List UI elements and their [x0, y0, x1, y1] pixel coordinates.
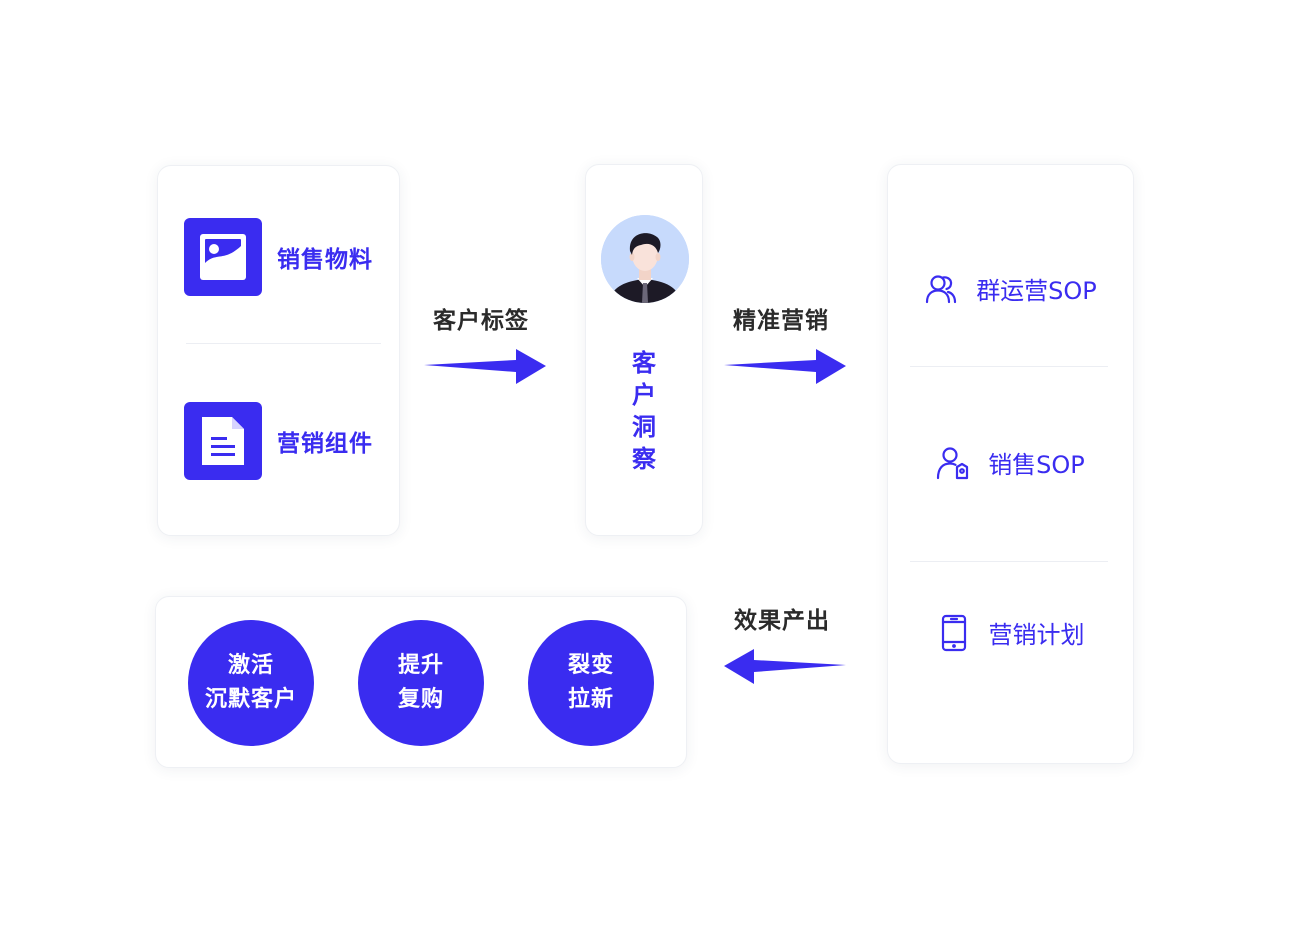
insight-char: 户	[632, 381, 656, 409]
outcome-circle-fission[interactable]: 裂变 拉新	[528, 620, 654, 746]
outcome-line: 沉默客户	[204, 687, 297, 712]
material-item-sales[interactable]: 销售物料	[184, 218, 373, 296]
document-icon	[184, 402, 262, 480]
insight-char: 洞	[632, 413, 656, 441]
sop-card: 群运营SOP 销售SOP 营销计划	[887, 164, 1134, 764]
outcome-line: 激活	[227, 653, 274, 678]
outcome-circle-repurchase[interactable]: 提升 复购	[358, 620, 484, 746]
sop-item-plan[interactable]: 营销计划	[888, 614, 1133, 651]
insight-vertical-label: 客 户 洞 察	[586, 347, 702, 487]
materials-card: 销售物料 营销组件	[157, 165, 400, 536]
image-icon	[184, 218, 262, 296]
flow-label-tags: 客户标签	[433, 308, 529, 334]
outcome-line: 复购	[397, 687, 444, 712]
outcome-line: 裂变	[567, 653, 614, 678]
sop-item-group[interactable]: 群运营SOP	[888, 271, 1133, 306]
customer-insight-card: 客 户 洞 察	[585, 164, 703, 536]
flow-label-precise: 精准营销	[733, 308, 829, 334]
material-label: 营销组件	[277, 431, 373, 457]
flow-label-effect: 效果产出	[734, 608, 830, 634]
material-label: 销售物料	[277, 247, 373, 273]
outcomes-card: 激活 沉默客户 提升 复购 裂变 拉新	[155, 596, 687, 768]
mobile-phone-icon	[937, 614, 971, 651]
businessman-avatar	[601, 215, 689, 303]
user-tag-icon	[936, 446, 970, 480]
sop-label: 销售SOP	[988, 451, 1085, 479]
group-users-icon	[924, 272, 958, 306]
divider	[910, 561, 1108, 562]
right-arrow-icon	[724, 349, 846, 384]
outcome-line: 提升	[397, 653, 444, 678]
sop-label: 群运营SOP	[976, 277, 1097, 305]
outcome-circle-activate[interactable]: 激活 沉默客户	[188, 620, 314, 746]
divider	[186, 343, 381, 344]
left-arrow-icon	[724, 649, 846, 684]
right-arrow-icon	[424, 349, 546, 384]
material-item-component[interactable]: 营销组件	[184, 402, 373, 480]
insight-char: 客	[632, 349, 656, 377]
insight-char: 察	[632, 445, 656, 473]
outcome-line: 拉新	[567, 687, 614, 712]
sop-label: 营销计划	[988, 621, 1085, 649]
divider	[910, 366, 1108, 367]
sop-item-sales[interactable]: 销售SOP	[888, 445, 1133, 480]
